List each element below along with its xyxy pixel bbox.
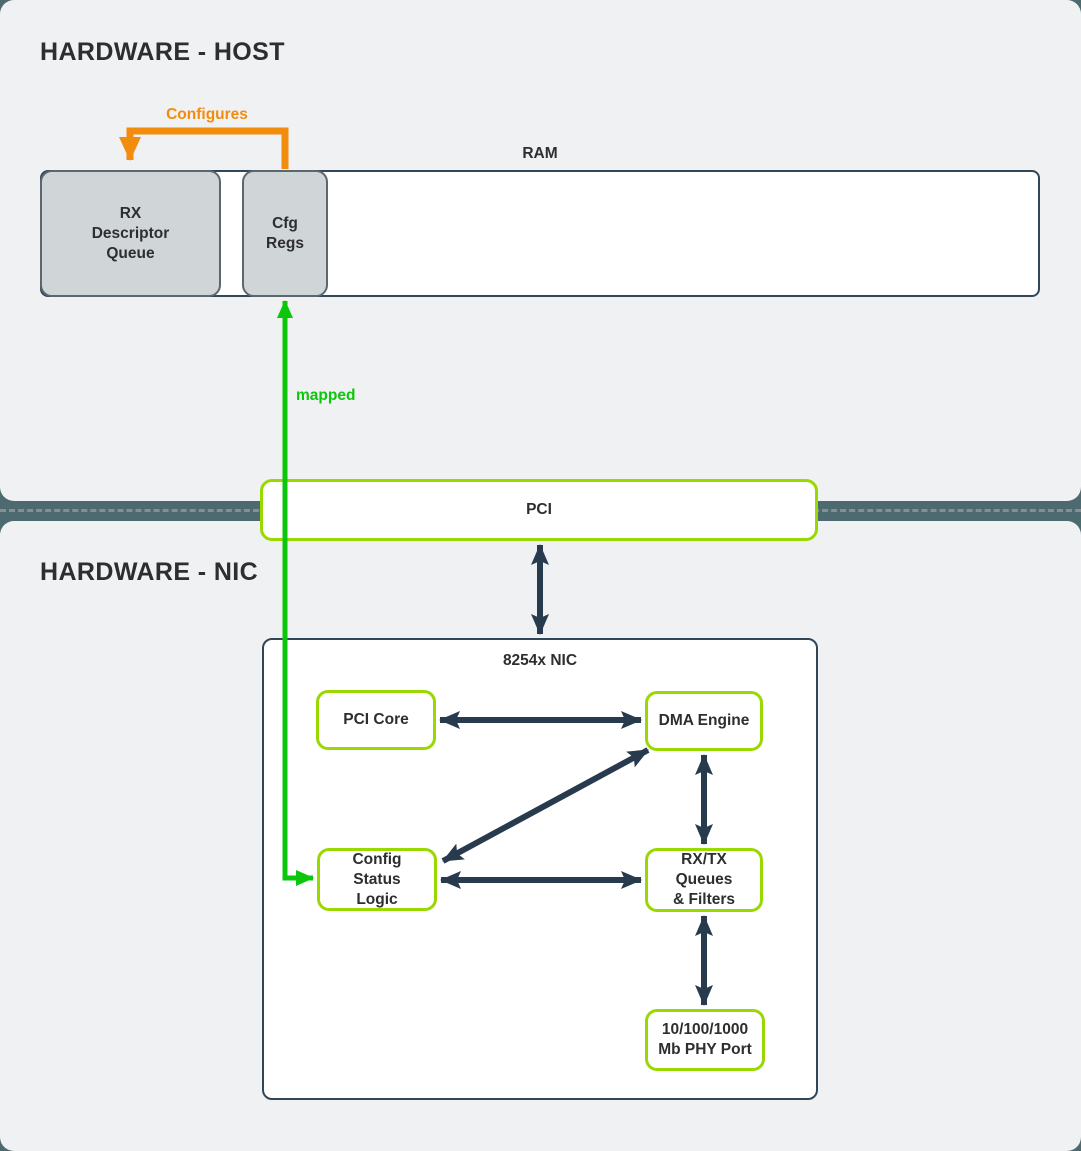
pci-core-box: PCI Core bbox=[316, 690, 436, 750]
nic-section-title: HARDWARE - NIC bbox=[40, 558, 259, 586]
cfg-regs-box: Cfg Regs bbox=[242, 170, 328, 297]
rxtx-queues-filters-box: RX/TX Queues & Filters bbox=[645, 848, 763, 912]
ram-label: RAM bbox=[522, 145, 558, 162]
config-status-logic-box: Config Status Logic bbox=[317, 848, 437, 911]
nic-chip-label: 8254x NIC bbox=[502, 652, 578, 669]
pci-bus-box: PCI bbox=[260, 479, 818, 541]
mapped-label: mapped bbox=[296, 387, 356, 404]
configures-label: Configures bbox=[166, 106, 248, 123]
phy-port-box: 10/100/1000 Mb PHY Port bbox=[645, 1009, 765, 1071]
host-section-title: HARDWARE - HOST bbox=[40, 38, 285, 66]
dma-engine-box: DMA Engine bbox=[645, 691, 763, 751]
rx-descriptor-queue-box: RX Descriptor Queue bbox=[40, 170, 221, 297]
